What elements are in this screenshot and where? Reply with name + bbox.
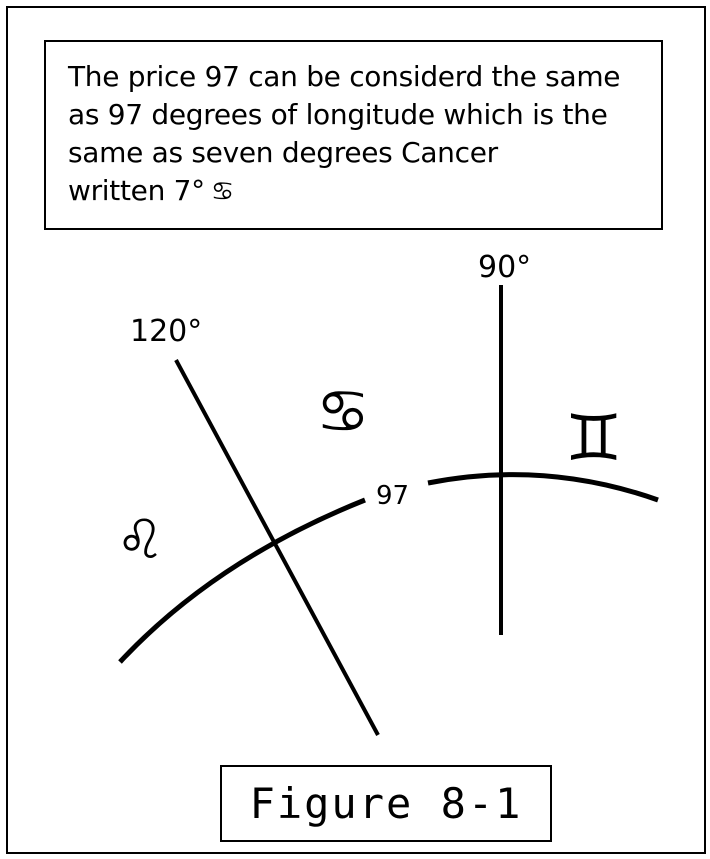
- line-120-degrees: [174, 359, 380, 736]
- gemini-icon: ♊: [565, 402, 622, 476]
- figure-caption-box: Figure 8-1: [220, 765, 552, 842]
- cancer-inline-icon: ♋: [210, 177, 234, 207]
- label-120-degrees: 120°: [130, 314, 202, 349]
- explanation-line-4: written 7°♋: [68, 174, 234, 209]
- explanation-box: The price 97 can be considerd the same a…: [44, 40, 663, 230]
- explanation-line-3: same as seven degrees Cancer: [68, 136, 498, 169]
- label-97: 97: [376, 481, 409, 511]
- ecliptic-arc-right: [427, 472, 659, 503]
- explanation-line-4-text: written 7°: [68, 174, 205, 207]
- explanation-line-1: The price 97 can be considerd the same: [68, 60, 621, 93]
- figure-caption: Figure 8-1: [249, 779, 523, 828]
- explanation-line-2: as 97 degrees of longitude which is the: [68, 98, 608, 131]
- leo-icon: ♌: [116, 508, 164, 571]
- ecliptic-arc-left: [118, 497, 366, 664]
- cancer-icon: ♋: [316, 377, 370, 447]
- label-90-degrees: 90°: [478, 250, 531, 285]
